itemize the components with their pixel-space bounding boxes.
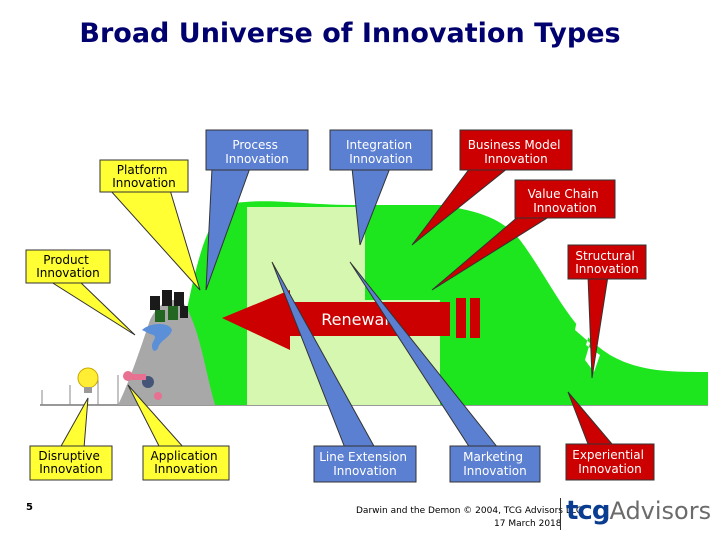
business-model-callout-label: Business Model Innovation — [468, 138, 565, 166]
robot-arm-icon — [123, 371, 162, 400]
integration-callout-box — [329, 129, 433, 171]
logo-divider — [560, 498, 561, 530]
footer-copyright: Darwin and the Demon © 2004, TCG Advisor… — [356, 506, 583, 516]
renewal-bar-2 — [470, 298, 480, 338]
process-callout-box — [205, 129, 309, 171]
application-callout-label: Application Innovation — [151, 449, 222, 476]
tcg-advisors-logo: tcgAdvisors — [566, 496, 711, 526]
line-extension-callout-box — [313, 445, 417, 483]
process-callout-label: Process Innovation — [225, 138, 289, 166]
value-chain-callout-label: Value Chain Innovation — [528, 187, 603, 215]
platform-callout-pointer — [108, 189, 201, 291]
page-title: Broad Universe of Innovation Types — [79, 18, 621, 49]
renewal-label: Renewal — [321, 310, 389, 329]
disruptive-callout-label: Disruptive Innovation — [38, 449, 103, 476]
structural-callout-label: Structural Innovation — [575, 249, 639, 276]
logo-tcg-text: tcg — [566, 496, 610, 526]
page-number: 5 — [26, 502, 33, 513]
barrels-icon — [150, 290, 188, 322]
product-callout-label: Product Innovation — [36, 253, 100, 280]
product-callout-box — [25, 249, 111, 284]
structural-callout-box — [567, 244, 647, 280]
platform-callout-label: Platform Innovation — [112, 163, 176, 190]
disruptive-callout-box — [29, 445, 113, 481]
tornado-icon — [142, 324, 172, 351]
logo-advisors-text: Advisors — [609, 497, 712, 525]
business-model-callout-box — [459, 129, 573, 171]
footer-date: 17 March 2018 — [494, 519, 562, 529]
lightbulb-icon — [77, 367, 99, 393]
line-extension-callout-label: Line Extension Innovation — [319, 450, 411, 478]
marketing-callout-box — [449, 445, 541, 483]
renewal-bar-1 — [456, 298, 466, 338]
marketing-callout-label: Marketing Innovation — [463, 450, 527, 478]
application-callout-box — [142, 445, 230, 481]
experiential-callout-box — [565, 443, 655, 481]
experiential-callout-label: Experiential Innovation — [572, 448, 648, 476]
platform-callout-box — [99, 159, 189, 193]
renewal-arrow — [222, 290, 450, 350]
product-callout-pointer — [46, 279, 136, 336]
value-chain-callout-box — [514, 179, 616, 219]
baseline-ticks — [41, 375, 119, 405]
integration-callout-label: Integration Innovation — [346, 138, 416, 166]
